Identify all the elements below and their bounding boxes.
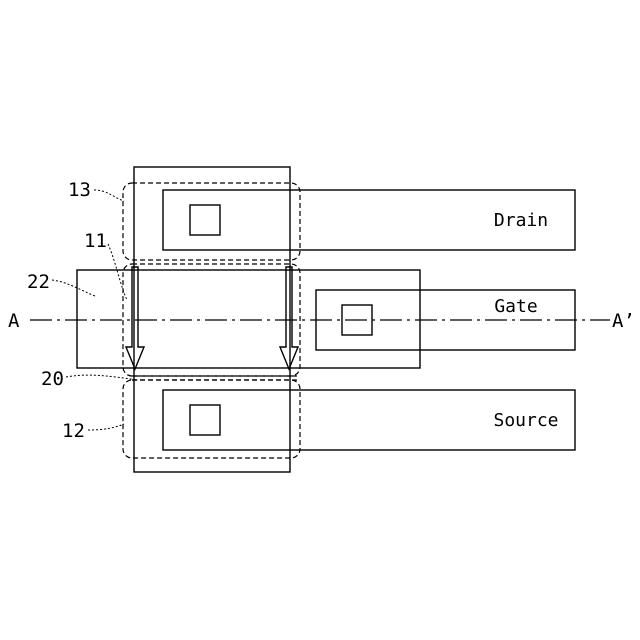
drain-contact [190,205,220,235]
source-label: Source [493,410,558,431]
ref-12-label: 12 [62,420,85,442]
region-13 [123,183,300,260]
leader-12 [88,424,124,430]
leader-22 [52,280,95,296]
ref-20-label: 20 [41,368,64,390]
leader-13 [94,190,124,201]
drain-label: Drain [494,210,548,231]
current-arrow-right [280,267,298,369]
gate-label: Gate [494,296,537,317]
leader-20 [66,375,138,380]
current-arrow-left [126,267,144,369]
section-label-right: A’ [612,310,635,332]
ref-22-label: 22 [27,271,50,293]
section-label-left: A [8,310,20,332]
leader-11 [108,244,127,300]
source-contact [190,405,220,435]
ref-11-label: 11 [84,230,107,252]
ref-13-label: 13 [68,179,91,201]
region-12 [123,380,300,458]
